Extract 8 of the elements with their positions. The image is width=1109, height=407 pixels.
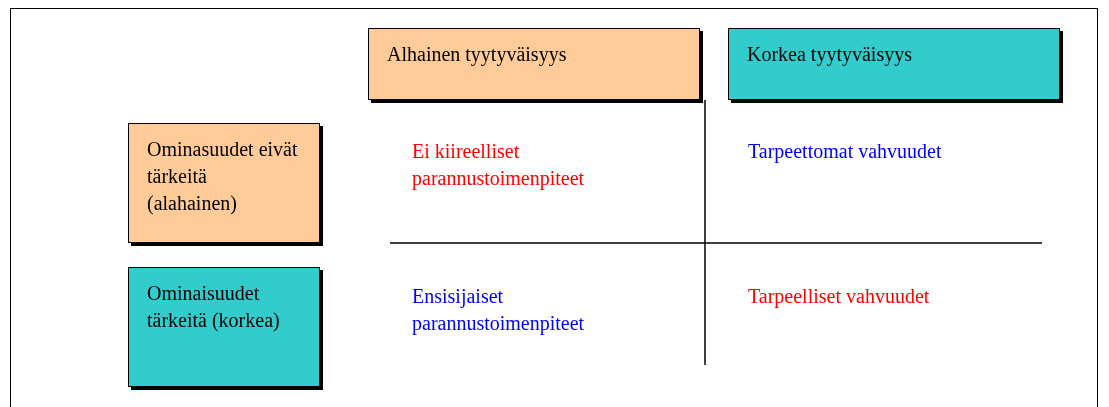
header-box: Korkea tyytyväisyys: [728, 28, 1060, 100]
quadrant-label: Ei kiireelliset parannustoimenpiteet: [412, 139, 586, 192]
header-box: Ominaisuudet tärkeitä (korkea): [128, 267, 320, 387]
quadrant-label: Tarpeettomat vahvuudet: [748, 139, 943, 165]
quadrant-label: Ensisijaiset parannustoimenpiteet: [412, 284, 586, 337]
header-box: Alhainen tyytyväisyys: [368, 28, 700, 100]
quadrant-label: Tarpeelliset vahvuudet: [748, 284, 931, 310]
header-box: Ominasuudet eivät tärkeitä (alahainen): [128, 123, 320, 243]
